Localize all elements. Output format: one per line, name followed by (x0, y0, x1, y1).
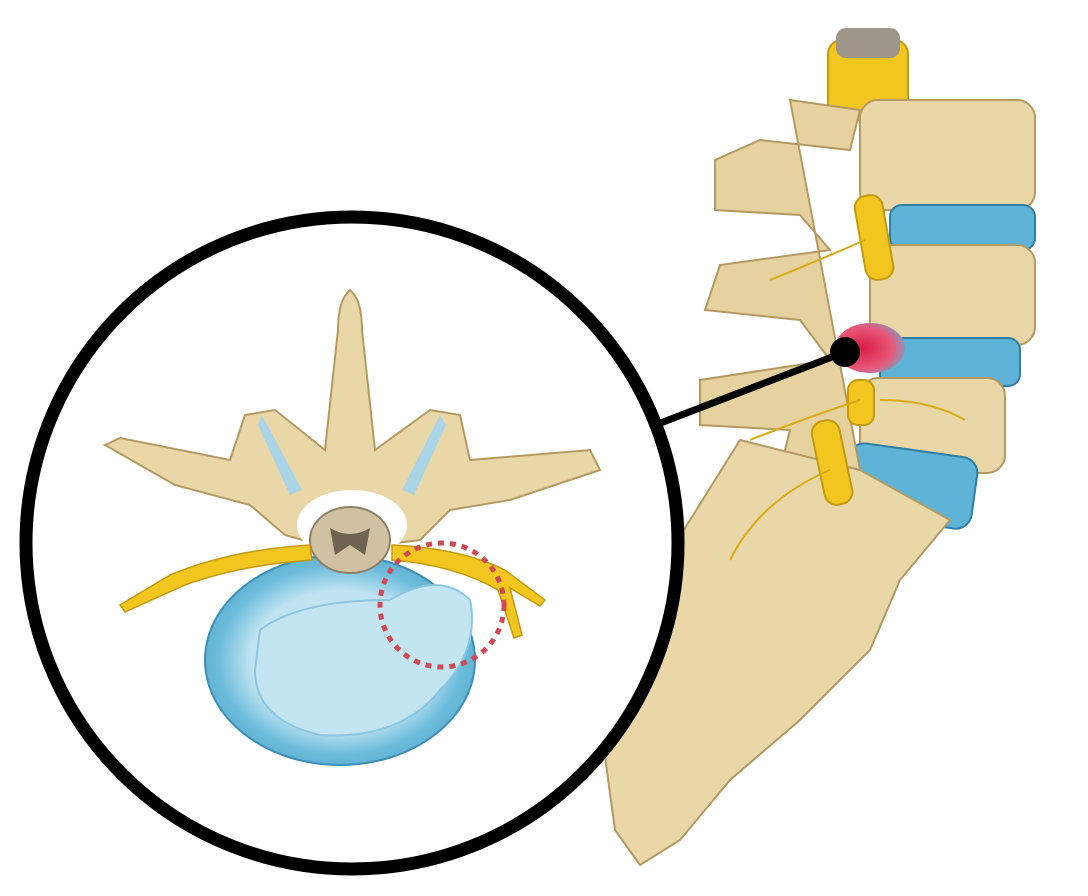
herniation-highlight-ring (377, 540, 507, 670)
processes (699, 98, 862, 471)
vertebra-2 (869, 244, 1036, 346)
vertebra-1 (859, 99, 1036, 211)
facet-left (258, 415, 302, 495)
lumbar-spine (598, 28, 1036, 867)
nerve-roots (810, 194, 895, 506)
nerve-branches (729, 239, 966, 561)
vertebra-cross-section (102, 288, 602, 766)
nucleus-pulposus (253, 584, 473, 737)
disc-1 (889, 204, 1036, 251)
callout-line (630, 348, 847, 438)
grey-matter (330, 528, 370, 555)
callout-dot (830, 337, 860, 367)
facet-right (402, 415, 446, 495)
nerve-right (391, 544, 547, 639)
cord-cap (836, 28, 900, 58)
nerve-left (118, 544, 313, 613)
